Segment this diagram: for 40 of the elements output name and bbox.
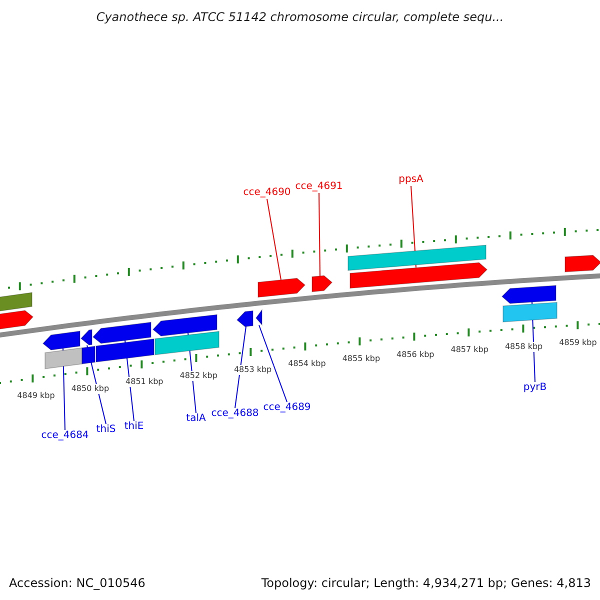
- summary-text: Topology: circular; Length: 4,934,271 bp; Genes: 4,813: [261, 575, 591, 592]
- gene-feature: [258, 278, 306, 298]
- scale-label: 4855 kbp: [341, 354, 382, 364]
- gene-block: [0, 292, 32, 312]
- gene-feature: [312, 275, 333, 292]
- gene-label: pyrB: [523, 382, 547, 394]
- accession-text: Accession: NC_010546: [9, 575, 146, 592]
- gene-label: cce_4690: [243, 187, 291, 199]
- gene-label: thiS: [96, 424, 116, 436]
- gene-label: cce_4684: [41, 430, 89, 442]
- scale-label: 4859 kbp: [558, 338, 598, 348]
- gene-block: [44, 347, 82, 370]
- gene-feature: [350, 262, 488, 289]
- scale-label: 4849 kbp: [16, 390, 56, 401]
- gene-block: [502, 302, 558, 322]
- gene-label: thiE: [124, 421, 144, 433]
- gene-feature: [152, 314, 218, 336]
- leader-line: [258, 324, 288, 402]
- leader-line: [86, 344, 106, 424]
- scale-label: 4858 kbp: [504, 342, 544, 352]
- gene-label: cce_4691: [295, 181, 343, 193]
- gene-feature: [0, 310, 34, 330]
- leader-line: [318, 192, 320, 277]
- scale-label: 4852 kbp: [178, 370, 218, 381]
- gene-label: ppsA: [398, 174, 424, 186]
- gene-label: cce_4689: [263, 402, 311, 414]
- scale-label: 4854 kbp: [287, 359, 327, 370]
- scale-label: 4851 kbp: [124, 377, 164, 388]
- gene-label: cce_4688: [211, 408, 259, 420]
- leader-line: [266, 198, 282, 280]
- title: Cyanothece sp. ATCC 51142 chromosome circular, complete sequ...: [95, 9, 505, 26]
- gene-block: [348, 244, 486, 271]
- scale-label: 4853 kbp: [232, 364, 273, 375]
- gene-block: [154, 330, 220, 356]
- leader-line: [234, 326, 246, 408]
- scale-label: 4857 kbp: [450, 345, 490, 356]
- gene-label: talA: [186, 413, 206, 425]
- gene-feature: [501, 285, 556, 304]
- scale-label: 4850 kbp: [70, 384, 110, 394]
- scale-label: 4856 kbp: [396, 350, 436, 360]
